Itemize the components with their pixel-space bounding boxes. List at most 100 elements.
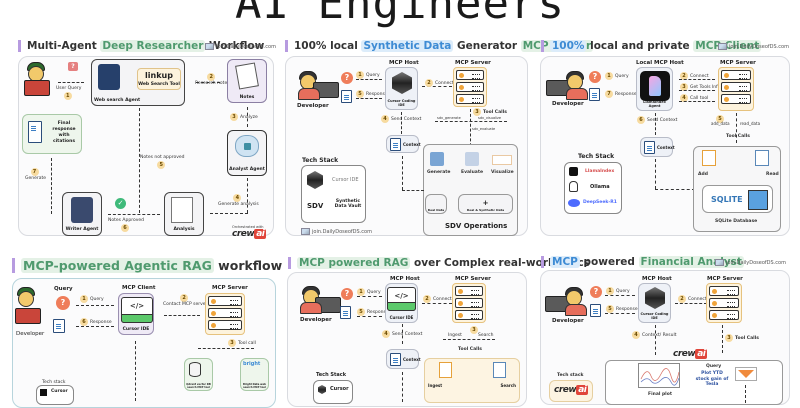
step-text: Query [616, 289, 630, 294]
code-ide-icon: </> [387, 287, 416, 311]
step-text: Connect [690, 74, 709, 79]
title-highlight: Synthetic Data [361, 40, 454, 52]
sdv-full-label: Synthetic Data Vault [334, 199, 362, 209]
mcp-server-icon [205, 293, 245, 335]
step-text: Response [615, 92, 637, 97]
llamaindex-label: LlamaIndex [585, 169, 615, 174]
step-text: Send Context [647, 118, 678, 123]
response-doc-icon [589, 88, 600, 101]
cursor-caption: Cursor Coding IDE [387, 99, 416, 107]
brand-link[interactable]: join.DailyDoseofDS.com [301, 228, 372, 235]
arrow [196, 82, 220, 83]
step-label: 3 [470, 326, 480, 334]
llama-logo-icon [640, 71, 670, 101]
doc-operations-box: Ingest Search [424, 358, 520, 403]
step-number: 6 [121, 223, 129, 232]
arrow [402, 324, 403, 344]
context-doc-icon [390, 138, 401, 151]
plot-line-blue [640, 377, 680, 386]
panel-title: Multi-Agent Deep Researcher Workflow [18, 40, 264, 52]
title-highlight: MCP [550, 256, 580, 268]
notes-box: Notes [227, 59, 267, 103]
real-synth-box: +Real & Synthetic Data [458, 194, 513, 214]
context-box: Context [640, 137, 675, 157]
panel-title: MCP powered RAG over Complex real-world … [288, 257, 590, 269]
step-text: Query [367, 290, 381, 295]
cursor-ide-label: Cursor IDE [122, 327, 150, 332]
search-label: Search [500, 383, 516, 388]
step-number: 6 [80, 318, 88, 326]
arrow [736, 113, 737, 143]
developer-label: Developer [300, 317, 332, 323]
read-label: Read [766, 172, 779, 177]
analysis-label: Analysis [173, 227, 195, 232]
tool-name: sdv_visualize [478, 116, 502, 120]
step-number: 2 [207, 73, 216, 81]
arrow [135, 341, 136, 401]
tech-stack-box: Cursor [36, 385, 74, 405]
tool-name: read_data [740, 121, 761, 126]
context-doc-icon [644, 141, 655, 154]
cursor-logo-icon [318, 385, 326, 394]
mcp-host-label: MCP Host [389, 60, 419, 66]
sqlite-db-box: SQLITE [702, 185, 773, 213]
step-text: Send Context [392, 332, 423, 337]
approved-check-icon: ✓ [115, 198, 126, 209]
brand-link[interactable]: join.DailyDoseofDS.com [718, 43, 789, 50]
vector-db-box: Qdrant vector DB search MCP tool [184, 358, 213, 391]
question-icon: ? [589, 71, 601, 83]
bright-logo: bright [243, 361, 261, 367]
step-number: 1 [606, 287, 614, 295]
step-number: 5 [157, 160, 166, 169]
cursor-ide-label: Cursor IDE [332, 177, 359, 183]
mcp-server-icon [706, 283, 742, 323]
real-synth-label: Real & Synthetic Data [466, 208, 505, 212]
ingest-label: Ingest [428, 383, 443, 388]
step-number: 7 [30, 168, 39, 176]
mcp-server-label: MCP Server [720, 60, 756, 66]
crew-ai-text: ai [254, 229, 267, 239]
arrow [679, 79, 715, 80]
final-plot-svg [640, 368, 680, 386]
step-number: 4 [233, 194, 242, 202]
step-number: 6 [637, 116, 645, 124]
brand-icon [718, 43, 727, 50]
brand-icon [715, 259, 724, 266]
step-text: Tool Calls [735, 336, 759, 341]
visualize-icon [492, 155, 512, 165]
arrow [357, 296, 382, 297]
title-part: powered [579, 256, 639, 268]
page-title: AI Engineers [235, 0, 565, 29]
final-response-label: Final response with citations [52, 121, 76, 144]
query-label: Query [54, 286, 73, 292]
cursor-logo-icon [307, 171, 323, 189]
step-text: Tool Calls [483, 110, 507, 115]
brand-link[interactable]: join.DailyDoseofDS.com [205, 43, 276, 50]
context-label: Context [657, 145, 675, 150]
analyst-agent-label: Analyst Agent [229, 167, 265, 172]
arrow [470, 109, 471, 161]
step-text: Send Context [391, 117, 422, 122]
developer-body [565, 304, 587, 316]
title-part: workflow [213, 258, 283, 273]
final-plot-label: Final plot [648, 392, 672, 397]
llama-caption: LlamaIndex Agent [643, 100, 666, 108]
brand-link[interactable]: join.DailyDoseofDS.com [715, 259, 786, 266]
cursor-label: Cursor [51, 389, 68, 394]
tech-stack-box: Cursor [313, 380, 353, 404]
sqlite-logo: SQLITE [711, 195, 743, 204]
brain-icon [235, 135, 259, 157]
title-highlight: Deep Researcher [100, 40, 206, 52]
step-text: Response [616, 307, 638, 312]
arrow [655, 189, 695, 190]
arrow [51, 158, 52, 214]
